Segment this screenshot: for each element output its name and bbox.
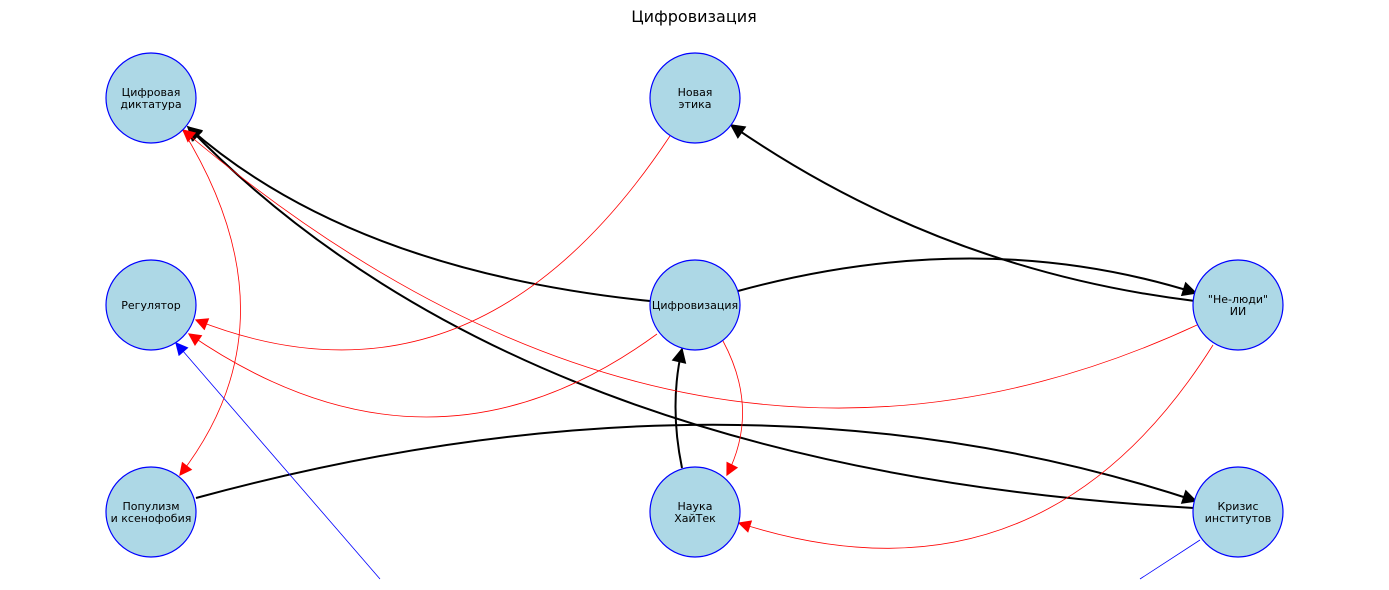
node-ai: "Не-люди"ИИ [1192,259,1284,351]
edge-populism-to-crisis [195,423,1198,504]
node-circle [649,466,741,558]
edge-ethics-to-regulator [194,135,671,351]
node-label: и ксенофобия [111,512,192,525]
node-label: ХайТек [674,512,716,525]
node-label: Цифровизация [652,299,738,312]
edge-science-to-digitalization [671,347,687,469]
node-label: институтов [1205,512,1271,525]
node-circle [649,259,741,351]
node-label: ИИ [1230,305,1246,318]
node-label: Цифровая [122,86,181,99]
edge-digitalization-to-dictatorship [186,126,651,302]
node-label: Наука [678,500,713,513]
node-regulator: Регулятор [105,259,197,351]
edge-digitalization-to-regulator [187,333,658,418]
node-circle [649,52,741,144]
edge-ai-to-science [737,344,1214,549]
edge-offscreen-bottom-to-regulator [175,342,381,580]
node-label: диктатура [120,98,181,111]
node-digitalization: Цифровизация [649,259,741,351]
diagram-title: Цифровизация [631,7,757,26]
node-label: "Не-люди" [1208,293,1268,306]
node-label: этика [679,98,712,111]
edges-layer [175,124,1214,580]
node-circle [105,52,197,144]
edge-crisis-to-dictatorship [186,125,1195,509]
edge-dictatorship-to-populism [179,128,241,477]
edge-digitalization-to-ai [737,257,1198,297]
edge-ai-to-ethics [729,124,1196,302]
node-circle [105,466,197,558]
edge-digitalization-to-science [722,340,743,477]
node-label: Кризис [1218,500,1259,513]
node-circle [1192,259,1284,351]
node-circle [105,259,197,351]
node-label: Популизм [122,500,179,513]
node-circle [1192,466,1284,558]
node-label: Новая [678,86,713,99]
edge-ai-to-dictatorship [182,129,1198,409]
node-label: Регулятор [121,299,180,312]
edge-crisis-to-offscreen-bottom [1139,539,1201,580]
